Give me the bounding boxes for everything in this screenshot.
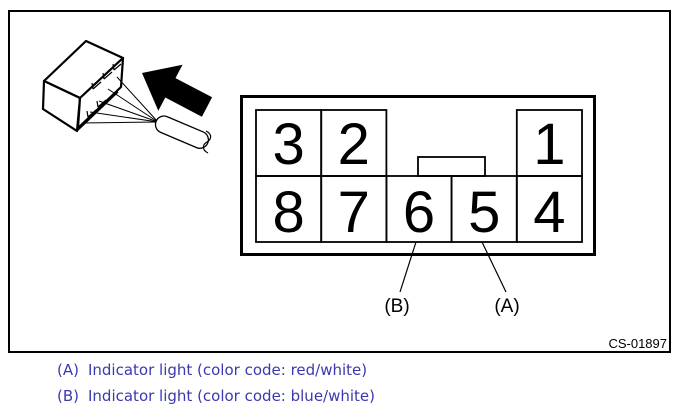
legend-text-b: Indicator light (color code: blue/white) — [88, 387, 375, 405]
pin-number-1: 1 — [533, 112, 565, 177]
direction-arrow-icon — [142, 64, 213, 117]
wire-lines — [81, 76, 159, 124]
callout-b-label: (B) — [384, 296, 409, 317]
figure-frame: 3 2 1 8 7 6 5 4 (B) (A) CS-01897 — [8, 10, 671, 353]
legend-text-a: Indicator light (color code: red/white) — [87, 361, 368, 379]
connector-3d-sketch-icon — [41, 39, 212, 154]
callout-a-label: (A) — [494, 296, 519, 317]
pin-number-8: 8 — [272, 180, 304, 245]
pin-numbers: 3 2 1 8 7 6 5 4 — [272, 112, 565, 245]
figure-code: CS-01897 — [608, 336, 667, 351]
pin-number-3: 3 — [272, 112, 304, 177]
connector-key-tab — [417, 156, 486, 177]
legend-item-b: (B) Indicator light (color code: blue/wh… — [57, 387, 375, 405]
connector-pinout-diagram: 3 2 1 8 7 6 5 4 (B) (A) — [240, 95, 596, 317]
harness-break-mark — [202, 130, 212, 154]
pin-cell-4 — [515, 175, 583, 243]
callout-b-leader-line — [399, 241, 417, 293]
callout-a-leader-line — [481, 241, 507, 293]
pin-number-6: 6 — [403, 180, 435, 245]
wire-harness-bundle — [154, 115, 210, 149]
pin-slot-marks — [86, 63, 122, 118]
pin-number-2: 2 — [338, 112, 370, 177]
pin-number-7: 7 — [338, 180, 370, 245]
figure-canvas: 3 2 1 8 7 6 5 4 (B) (A) CS-01897 — [41, 39, 667, 351]
legend-ref-b: (B) — [57, 387, 79, 405]
pin-number-4: 4 — [533, 180, 565, 245]
pin-cells — [255, 109, 583, 243]
legend-item-a: (A) Indicator light (color code: red/whi… — [57, 361, 367, 379]
pin-number-5: 5 — [468, 180, 500, 245]
legend-ref-a: (A) — [57, 361, 79, 379]
